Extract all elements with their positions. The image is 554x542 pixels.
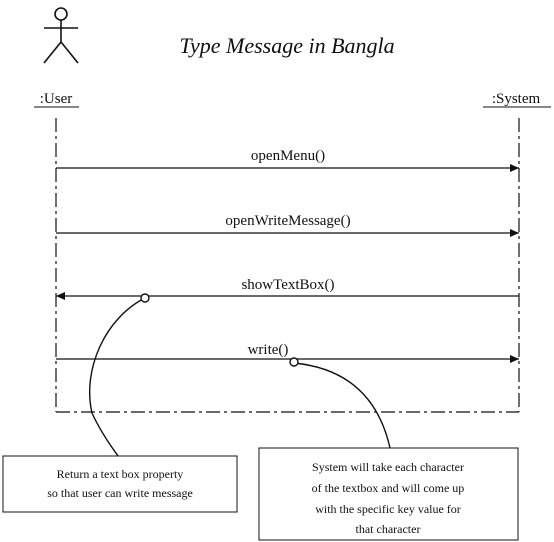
- actor-icon: [43, 7, 79, 64]
- note-system-key-line-4: that character: [356, 522, 421, 536]
- note-anchor-showtextbox: [140, 293, 150, 303]
- note-system-key-line-2: of the textbox and will come up: [312, 481, 465, 495]
- note-connector-return-textbox: [88, 297, 146, 457]
- note-return-textbox-line-2: so that user can write message: [47, 486, 193, 500]
- note-system-key-line-1: System will take each character: [312, 460, 464, 474]
- message-label-showtextbox: showTextBox(): [241, 277, 334, 293]
- message-label-write: write(): [248, 342, 289, 358]
- message-label-openwritemessage: openWriteMessage(): [225, 213, 350, 229]
- note-system-key: [258, 447, 519, 541]
- diagram-title: Type Message in Bangla: [179, 33, 394, 58]
- note-connector-system-key: [293, 362, 391, 449]
- note-anchor-write: [289, 357, 299, 367]
- message-label-openmenu: openMenu(): [251, 148, 325, 164]
- note-system-key-line-3: with the specific key value for: [315, 502, 461, 516]
- note-return-textbox-line-1: Return a text box property: [57, 467, 184, 481]
- note-return-textbox: [2, 455, 238, 513]
- participant-user-label: :User: [40, 91, 73, 107]
- participant-system-label: :System: [492, 91, 541, 107]
